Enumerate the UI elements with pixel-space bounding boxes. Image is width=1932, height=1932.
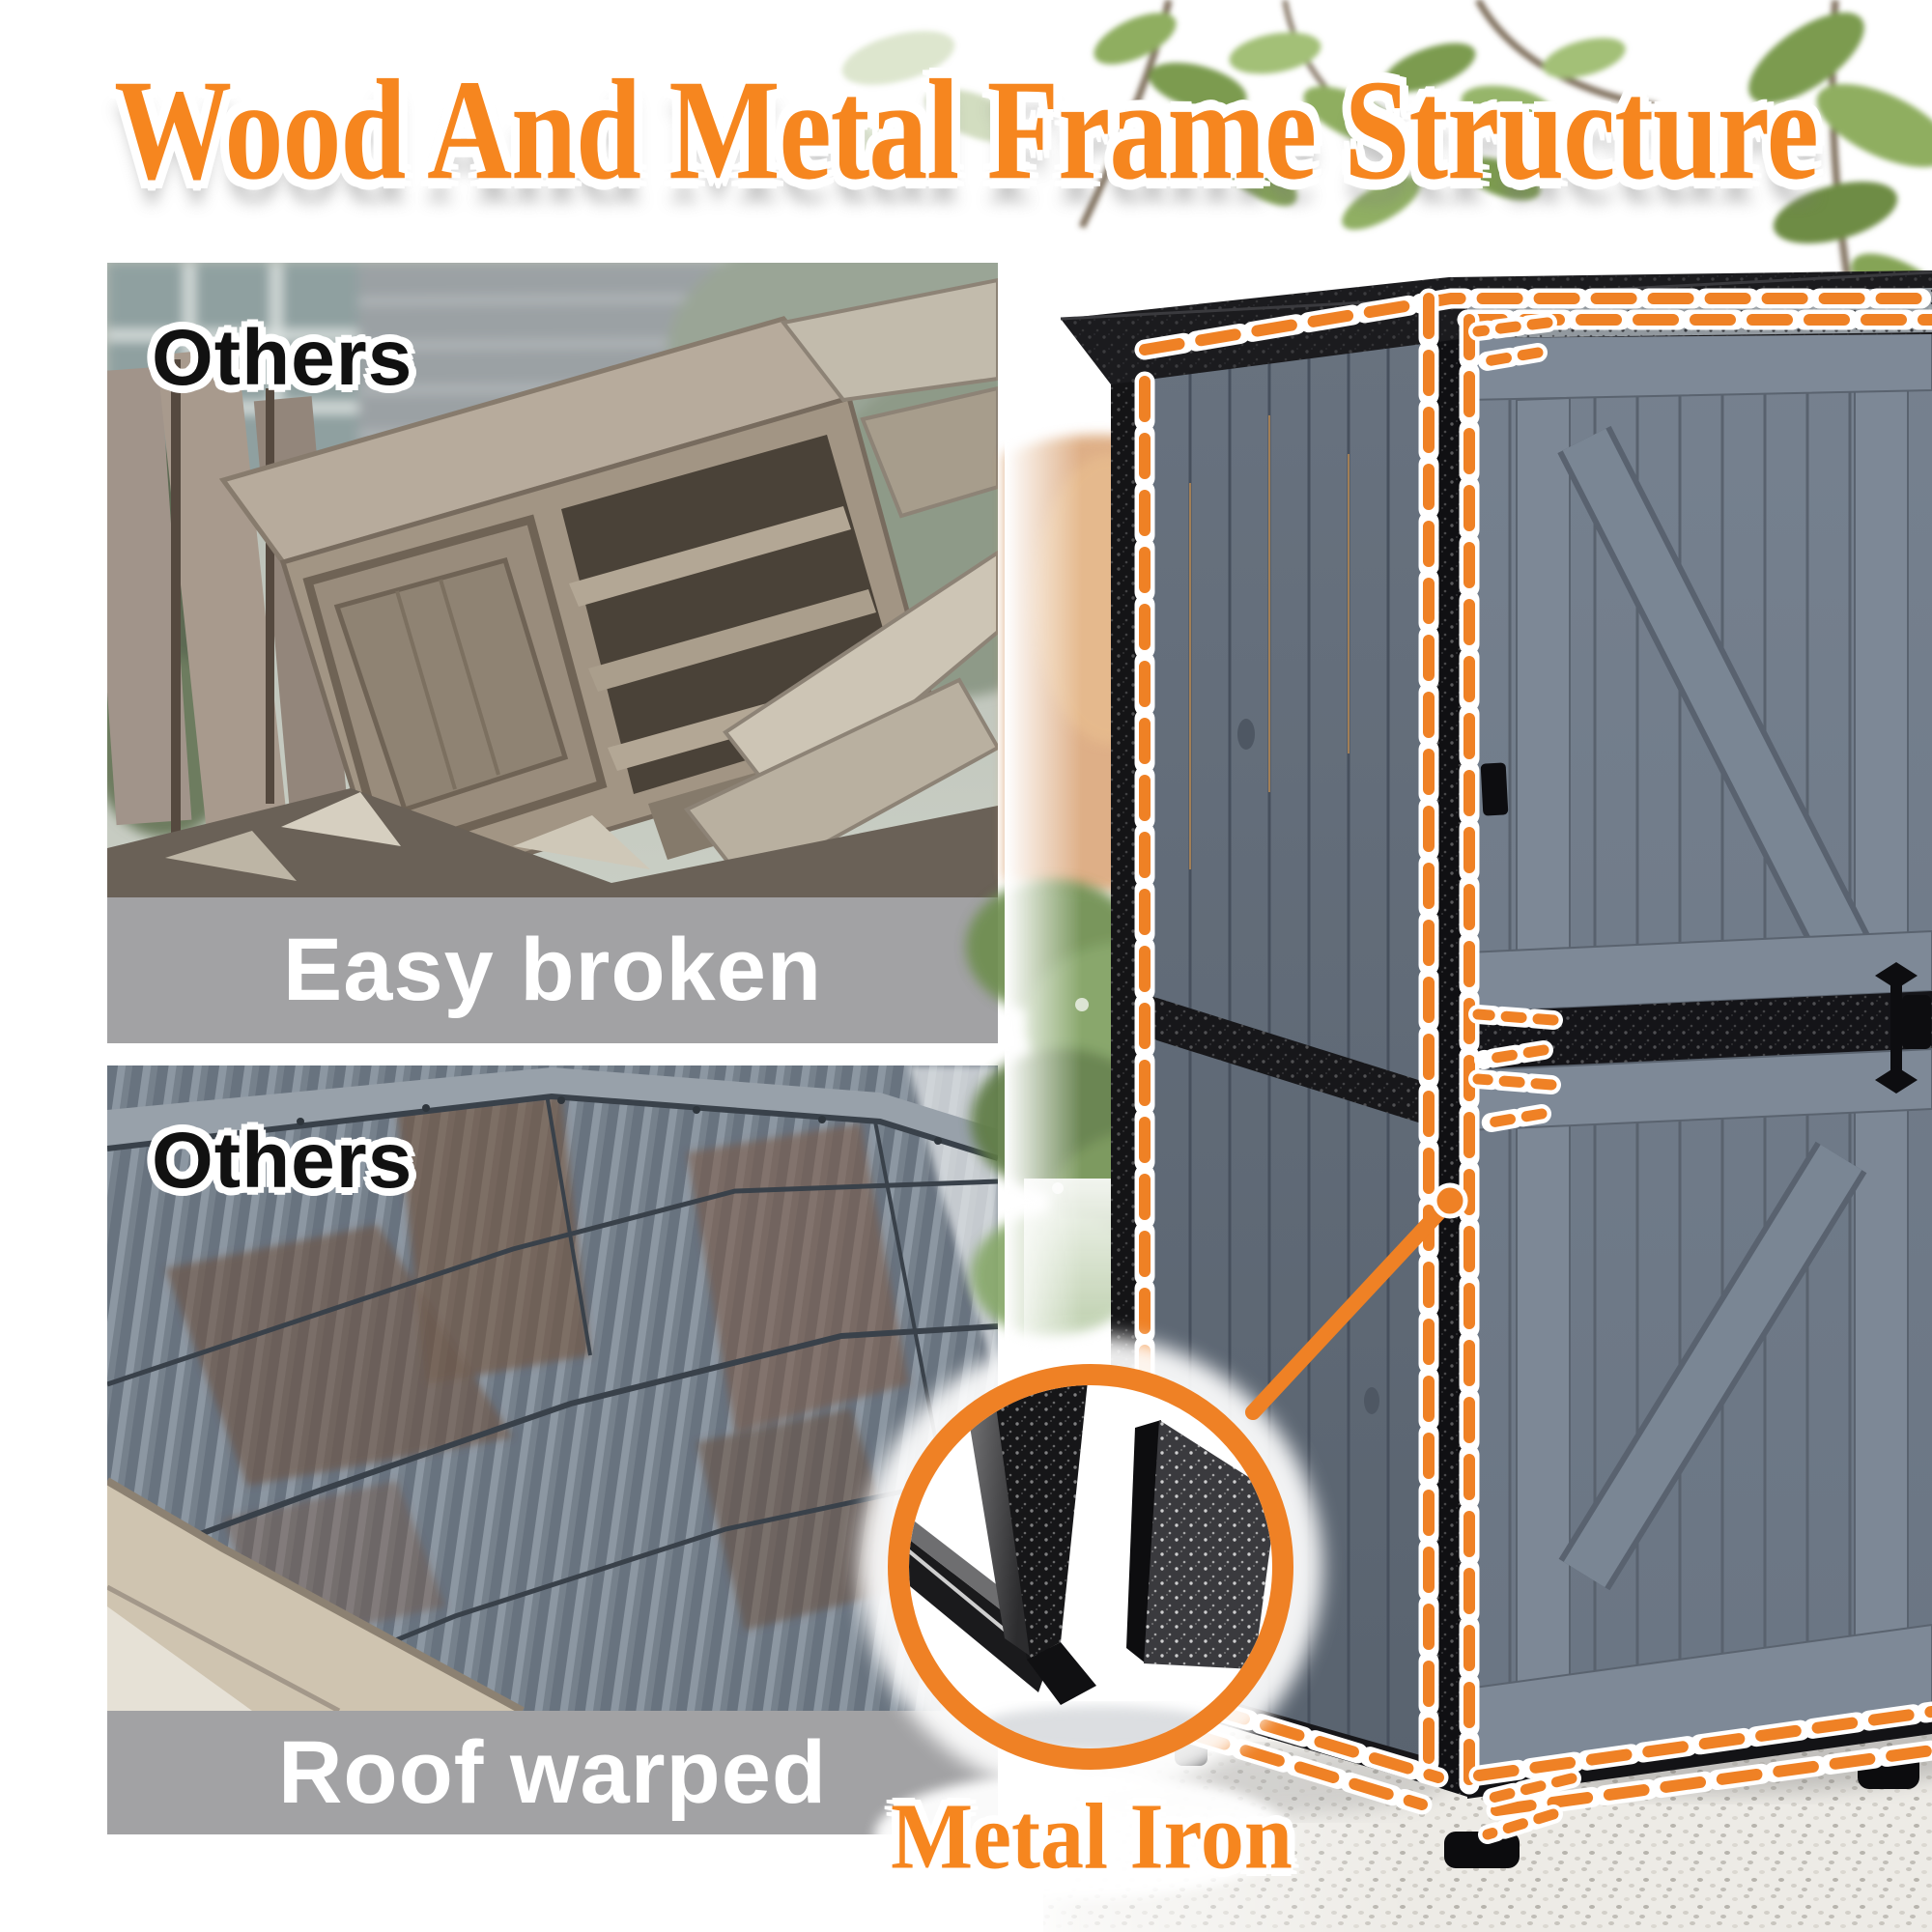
caption-band-easy-broken: Easy broken — [107, 897, 998, 1043]
callout-dot — [1432, 1182, 1468, 1219]
dashed-vertical-frames — [1134, 288, 1480, 1800]
metal-iron-label: Metal Iron — [891, 1785, 1293, 1889]
metal-roof — [1060, 270, 1932, 384]
backyard-wall-and-bush — [966, 435, 1275, 1468]
wood-debris — [107, 277, 998, 897]
right-photo-backdrop — [1005, 0, 1932, 1932]
others-photo-broken-cabinet: Others — [107, 263, 998, 897]
caption-band-roof-warped: Roof warped — [107, 1711, 998, 1834]
door-latch — [1480, 762, 1509, 816]
dashed-roof-outline — [1134, 288, 1932, 360]
photo-left-fade — [1005, 0, 1082, 1932]
caption-roof-warped: Roof warped — [277, 1722, 828, 1822]
headline: Wood And Metal Frame Structure — [114, 50, 1819, 211]
dashed-hook-arrows — [1468, 313, 1581, 1844]
caption-easy-broken: Easy broken — [282, 921, 823, 1019]
metal-frame-annotations — [1134, 288, 1932, 1844]
others-tag-2: Others — [152, 1117, 413, 1205]
front-door-panel — [1466, 323, 1932, 1799]
door-hinge — [1875, 962, 1931, 1094]
side-panel — [1111, 321, 1431, 1785]
others-photo-warped-roof: Others — [107, 1065, 998, 1711]
interior-shelves — [1908, 384, 1932, 1656]
shed-illustration — [1060, 270, 1932, 1868]
eave-fascia — [107, 1477, 525, 1711]
others-tag-1: Others — [152, 314, 413, 402]
roof-ridge-cap — [107, 1067, 998, 1161]
leader-line — [1245, 1193, 1458, 1420]
metal-corner-post — [1431, 301, 1467, 1797]
broken-cabinet-illustration — [107, 263, 998, 897]
